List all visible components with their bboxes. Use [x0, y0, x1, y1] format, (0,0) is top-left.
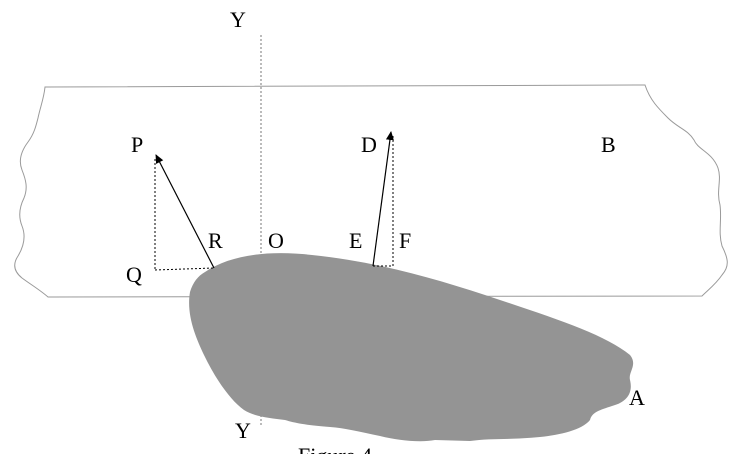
- ed-arrow: [372, 131, 394, 267]
- qr-dotted-line: [154, 267, 215, 271]
- label-f: F: [399, 228, 411, 253]
- label-b: B: [601, 132, 616, 157]
- label-y-top: Y: [230, 7, 246, 32]
- rp-arrow: [155, 154, 215, 269]
- plate-outline: [14, 84, 728, 298]
- grey-body: [189, 253, 634, 442]
- label-p: P: [131, 132, 143, 157]
- figure-caption: Figure 4: [298, 443, 372, 454]
- label-a: A: [629, 385, 645, 410]
- label-y-bottom: Y: [235, 418, 251, 443]
- label-q: Q: [126, 262, 142, 287]
- label-r: R: [208, 228, 223, 253]
- label-d: D: [361, 132, 377, 157]
- label-o: O: [268, 228, 284, 253]
- label-e: E: [349, 228, 362, 253]
